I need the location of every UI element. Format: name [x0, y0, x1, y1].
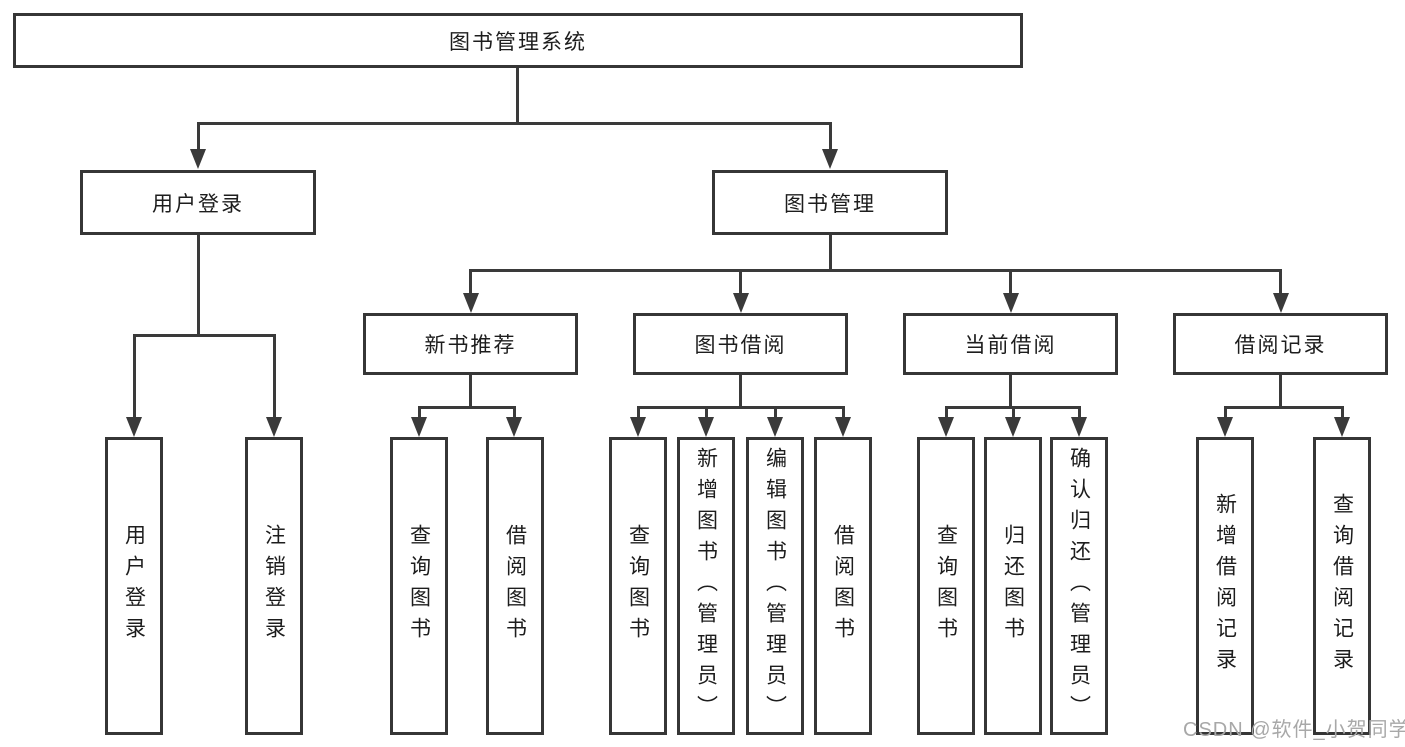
down-arrowhead-icon [1002, 293, 1019, 313]
leaf-add-borrow-record: 新增借阅记录 [1196, 437, 1254, 735]
connector-line [944, 406, 948, 418]
connector-root-bar [196, 122, 832, 125]
connector-book-borrowing-bar [636, 406, 845, 409]
connector-line [841, 406, 845, 418]
leaf-logout-label: 注销登录 [262, 524, 286, 648]
node-root-label: 图书管理系统 [449, 30, 587, 54]
connector-borrowing-records-bar [1223, 406, 1344, 409]
connector-line [1011, 406, 1015, 418]
leaf-query-books-recommend: 查询图书 [390, 437, 448, 735]
connector-borrowing-records-stem [1279, 375, 1282, 408]
down-arrowhead-icon [266, 417, 282, 437]
connector-new-book-bar [417, 406, 516, 409]
connector-line [1279, 269, 1282, 294]
connector-line [417, 406, 421, 418]
node-borrowing-records-label: 借阅记录 [1234, 334, 1327, 357]
connector-book-management-stem [828, 235, 832, 272]
node-new-book-recommend-label: 新书推荐 [424, 334, 517, 357]
connector-line [636, 406, 640, 418]
down-arrowhead-icon [190, 149, 206, 169]
down-arrowhead-icon [126, 417, 142, 437]
leaf-user-login-label: 用户登录 [122, 524, 146, 648]
node-current-borrowing: 当前借阅 [903, 313, 1118, 375]
node-root: 图书管理系统 [13, 13, 1023, 68]
connector-root-stem [515, 68, 519, 122]
down-arrowhead-icon [1217, 417, 1233, 437]
connector-line [828, 122, 832, 150]
leaf-query-borrow-record: 查询借阅记录 [1313, 437, 1371, 735]
node-book-borrowing: 图书借阅 [633, 313, 848, 375]
node-book-management-label: 图书管理 [784, 192, 876, 216]
down-arrowhead-icon [732, 293, 749, 313]
down-arrowhead-icon [462, 293, 479, 313]
leaf-user-login: 用户登录 [105, 437, 163, 735]
connector-line [773, 406, 777, 418]
connector-book-management-bar [469, 269, 1282, 272]
leaf-add-books-admin: 新增图书（管理员） [677, 437, 735, 735]
node-user-login-label: 用户登录 [152, 192, 244, 216]
node-borrowing-records: 借阅记录 [1173, 313, 1388, 375]
connector-line [1340, 406, 1344, 418]
leaf-return-books: 归还图书 [984, 437, 1042, 735]
leaf-borrow-books-label: 借阅图书 [831, 524, 855, 648]
down-arrowhead-icon [1005, 417, 1021, 437]
leaf-edit-books-admin-label: 编辑图书（管理员） [763, 446, 787, 726]
connector-line [196, 122, 200, 150]
down-arrowhead-icon [411, 417, 427, 437]
leaf-logout: 注销登录 [245, 437, 303, 735]
connector-line [1009, 269, 1012, 294]
connector-book-borrowing-stem [739, 375, 742, 408]
leaf-confirm-return-admin-label: 确认归还（管理员） [1067, 446, 1091, 726]
leaf-confirm-return-admin: 确认归还（管理员） [1050, 437, 1108, 735]
leaf-query-books-borrowing: 查询图书 [609, 437, 667, 735]
connector-line [1223, 406, 1227, 418]
down-arrowhead-icon [822, 149, 838, 169]
leaf-borrow-books: 借阅图书 [814, 437, 872, 735]
node-book-borrowing-label: 图书借阅 [694, 334, 787, 357]
leaf-query-borrow-record-label: 查询借阅记录 [1330, 493, 1354, 679]
leaf-return-books-label: 归还图书 [1001, 524, 1025, 648]
connector-new-book-stem [469, 375, 472, 408]
leaf-add-books-admin-label: 新增图书（管理员） [694, 446, 718, 726]
down-arrowhead-icon [835, 417, 851, 437]
down-arrowhead-icon [698, 417, 714, 437]
leaf-query-books-recommend-label: 查询图书 [407, 524, 431, 648]
node-user-login: 用户登录 [80, 170, 316, 235]
leaf-query-books-borrowing-label: 查询图书 [626, 524, 650, 648]
down-arrowhead-icon [1334, 417, 1350, 437]
connector-line [469, 269, 472, 294]
leaf-add-borrow-record-label: 新增借阅记录 [1213, 493, 1237, 679]
down-arrowhead-icon [506, 417, 522, 437]
leaf-query-books-current-label: 查询图书 [934, 524, 958, 648]
csdn-watermark: CSDN @软件_小贺同学 [1183, 719, 1405, 741]
down-arrowhead-icon [1272, 293, 1289, 313]
leaf-borrow-books-recommend-label: 借阅图书 [503, 524, 527, 648]
leaf-edit-books-admin: 编辑图书（管理员） [746, 437, 804, 735]
connector-line [739, 269, 742, 294]
down-arrowhead-icon [938, 417, 954, 437]
connector-line [704, 406, 708, 418]
down-arrowhead-icon [1071, 417, 1087, 437]
down-arrowhead-icon [630, 417, 646, 437]
node-new-book-recommend: 新书推荐 [363, 313, 578, 375]
node-book-management: 图书管理 [712, 170, 948, 235]
down-arrowhead-icon [767, 417, 783, 437]
connector-line [132, 334, 136, 417]
connector-current-borrowing-stem [1009, 375, 1012, 408]
leaf-query-books-current: 查询图书 [917, 437, 975, 735]
node-current-borrowing-label: 当前借阅 [964, 334, 1057, 357]
connector-line [272, 334, 276, 417]
connector-line [512, 406, 516, 418]
connector-user-login-stem [196, 235, 200, 336]
connector-user-login-bar [132, 334, 276, 337]
connector-line [1077, 406, 1081, 418]
leaf-borrow-books-recommend: 借阅图书 [486, 437, 544, 735]
